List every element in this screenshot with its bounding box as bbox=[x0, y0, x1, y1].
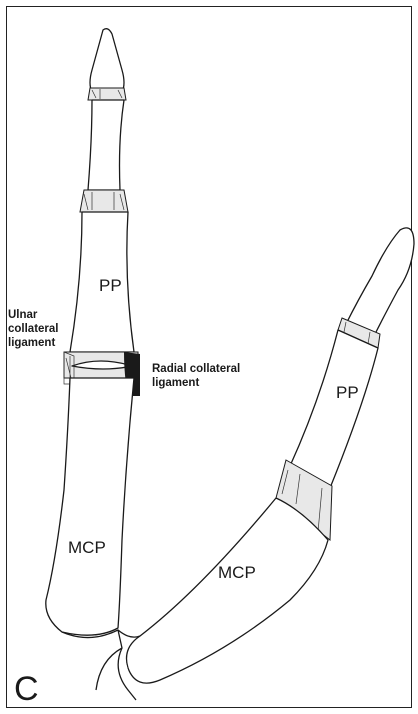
right-distal-phalanx bbox=[346, 228, 414, 336]
radial-collateral-ligament-label: Radial collateral ligament bbox=[152, 363, 240, 389]
right-proximal-phalanx bbox=[290, 330, 378, 488]
ulnar-collateral-ligament-label: Ulnar collateral ligament bbox=[8, 309, 59, 349]
straight-finger bbox=[46, 29, 140, 690]
svg-text:Ulnar: Ulnar bbox=[8, 309, 38, 321]
left-distal-phalanx bbox=[90, 29, 124, 92]
svg-text:ligament: ligament bbox=[152, 377, 199, 389]
left-middle-phalanx bbox=[88, 100, 124, 190]
left-mcp-label: MCP bbox=[68, 538, 106, 557]
flexed-finger bbox=[118, 228, 414, 700]
right-pp-label: PP bbox=[336, 383, 359, 402]
left-pip-joint bbox=[80, 190, 128, 212]
right-mcp-label: MCP bbox=[218, 563, 256, 582]
left-pp-label: PP bbox=[99, 276, 122, 295]
panel-letter: C bbox=[14, 670, 39, 708]
right-metacarpal bbox=[127, 498, 329, 683]
svg-text:ligament: ligament bbox=[8, 337, 55, 349]
svg-text:Radial collateral: Radial collateral bbox=[152, 363, 240, 375]
svg-text:collateral: collateral bbox=[8, 323, 59, 335]
left-metacarpal bbox=[46, 378, 134, 635]
